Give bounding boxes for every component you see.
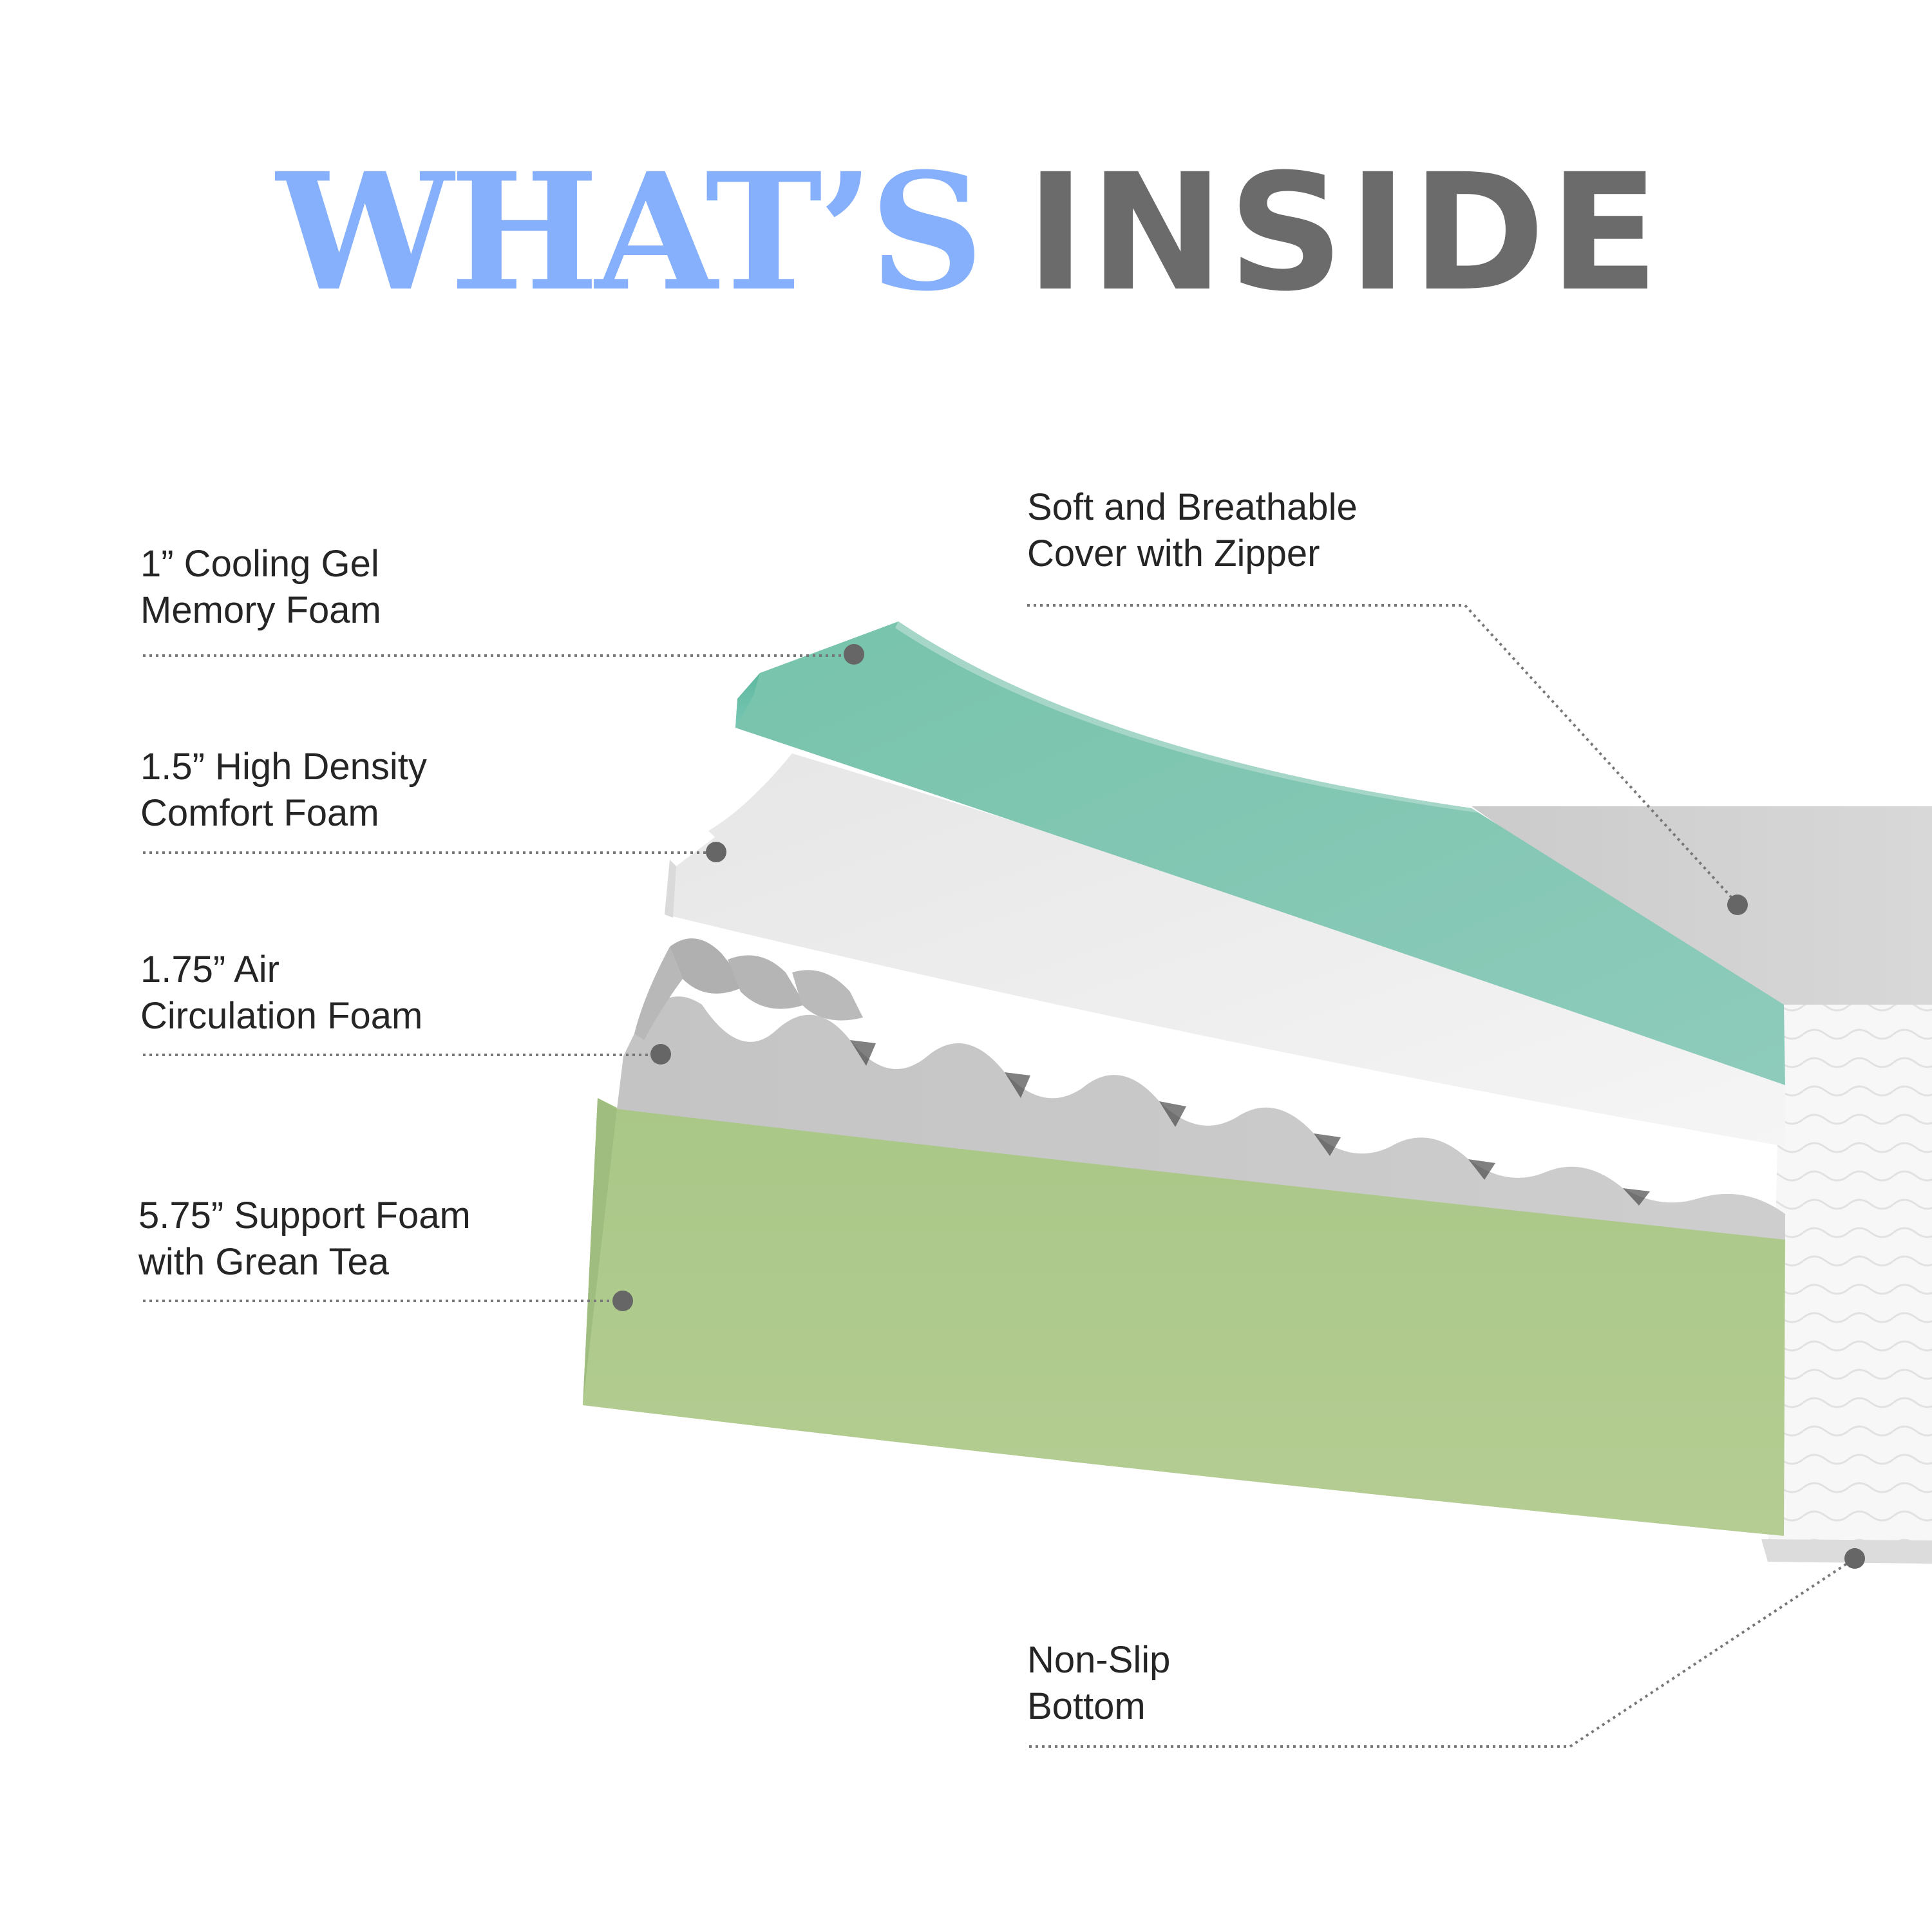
air-circulation-foam-layer — [617, 996, 1785, 1240]
leader-bottom — [1029, 1557, 1856, 1748]
dot-air-foam — [650, 1044, 671, 1065]
comfort-foam-layer — [665, 753, 1785, 1146]
cooling-gel-layer — [735, 621, 1785, 1085]
title-inside: INSIDE — [1025, 139, 1663, 327]
dot-comfort-foam — [706, 842, 726, 862]
leader-cover — [1027, 604, 1740, 907]
dot-bottom — [1844, 1548, 1865, 1569]
title-whats: WHAT’S — [276, 137, 983, 327]
cover-top — [1472, 806, 1932, 1027]
dot-support-foam — [612, 1291, 633, 1311]
dot-cooling-gel — [844, 644, 864, 665]
support-foam-layer — [583, 1098, 1785, 1536]
cover-bottom-edge — [1761, 1539, 1932, 1564]
dot-cover — [1727, 895, 1748, 915]
